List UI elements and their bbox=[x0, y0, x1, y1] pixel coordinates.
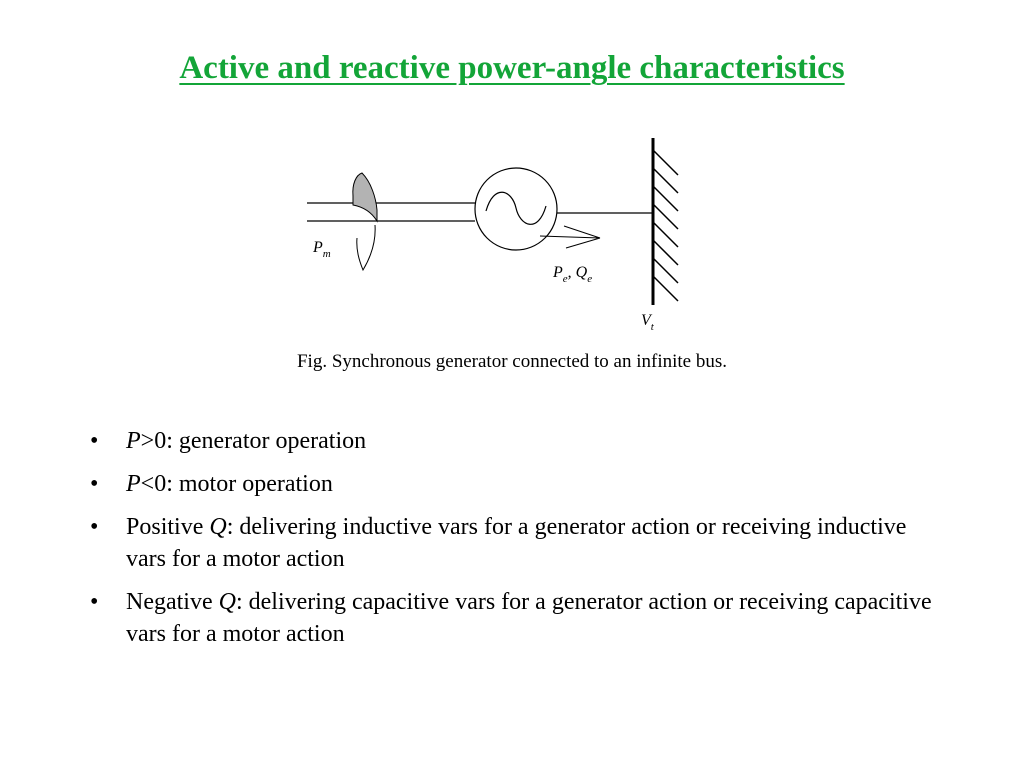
bullet-item: • P<0: motor operation bbox=[0, 468, 1024, 500]
bullet-dot: • bbox=[90, 589, 99, 615]
bullet-prefix: Negative bbox=[126, 589, 219, 615]
bullet-text: : delivering inductive vars for a genera… bbox=[126, 514, 907, 572]
bullet-dot: • bbox=[90, 428, 99, 454]
bullet-dot: • bbox=[90, 471, 99, 497]
bullet-italic: Q bbox=[218, 589, 236, 615]
bus-hatching bbox=[652, 149, 679, 302]
sine-wave-icon bbox=[485, 191, 547, 225]
bullet-item: • Negative Q: delivering capacitive vars… bbox=[0, 586, 1024, 650]
bullet-italic: P bbox=[126, 428, 141, 454]
torque-arrow-icon bbox=[356, 224, 376, 272]
pe-qe-label: Pe, Qe bbox=[552, 264, 592, 285]
bullet-italic: P bbox=[126, 471, 141, 497]
bullet-text: <0: motor operation bbox=[140, 471, 333, 497]
bullet-text: : delivering capacitive vars for a gener… bbox=[126, 589, 932, 647]
vt-label: Vt bbox=[641, 312, 655, 333]
bullet-prefix: Positive bbox=[126, 514, 210, 540]
figure-caption: Fig. Synchronous generator connected to … bbox=[296, 351, 728, 372]
bullet-italic: Q bbox=[209, 514, 227, 540]
bullet-text: >0: generator operation bbox=[140, 428, 367, 454]
pm-label: Pm bbox=[312, 239, 331, 260]
bullet-item: • P>0: generator operation bbox=[0, 425, 1024, 457]
bullet-dot: • bbox=[90, 514, 99, 540]
bullet-item: • Positive Q: delivering inductive vars … bbox=[0, 511, 1024, 575]
power-flow-arrow-icon bbox=[539, 225, 601, 249]
prime-mover-blade-icon bbox=[352, 172, 378, 223]
bullet-list: • P>0: generator operation • P<0: motor … bbox=[0, 425, 1024, 661]
generator-infinite-bus-diagram: Pm Pe, Qe Vt bbox=[307, 138, 679, 333]
page-title: Active and reactive power-angle characte… bbox=[179, 50, 845, 86]
